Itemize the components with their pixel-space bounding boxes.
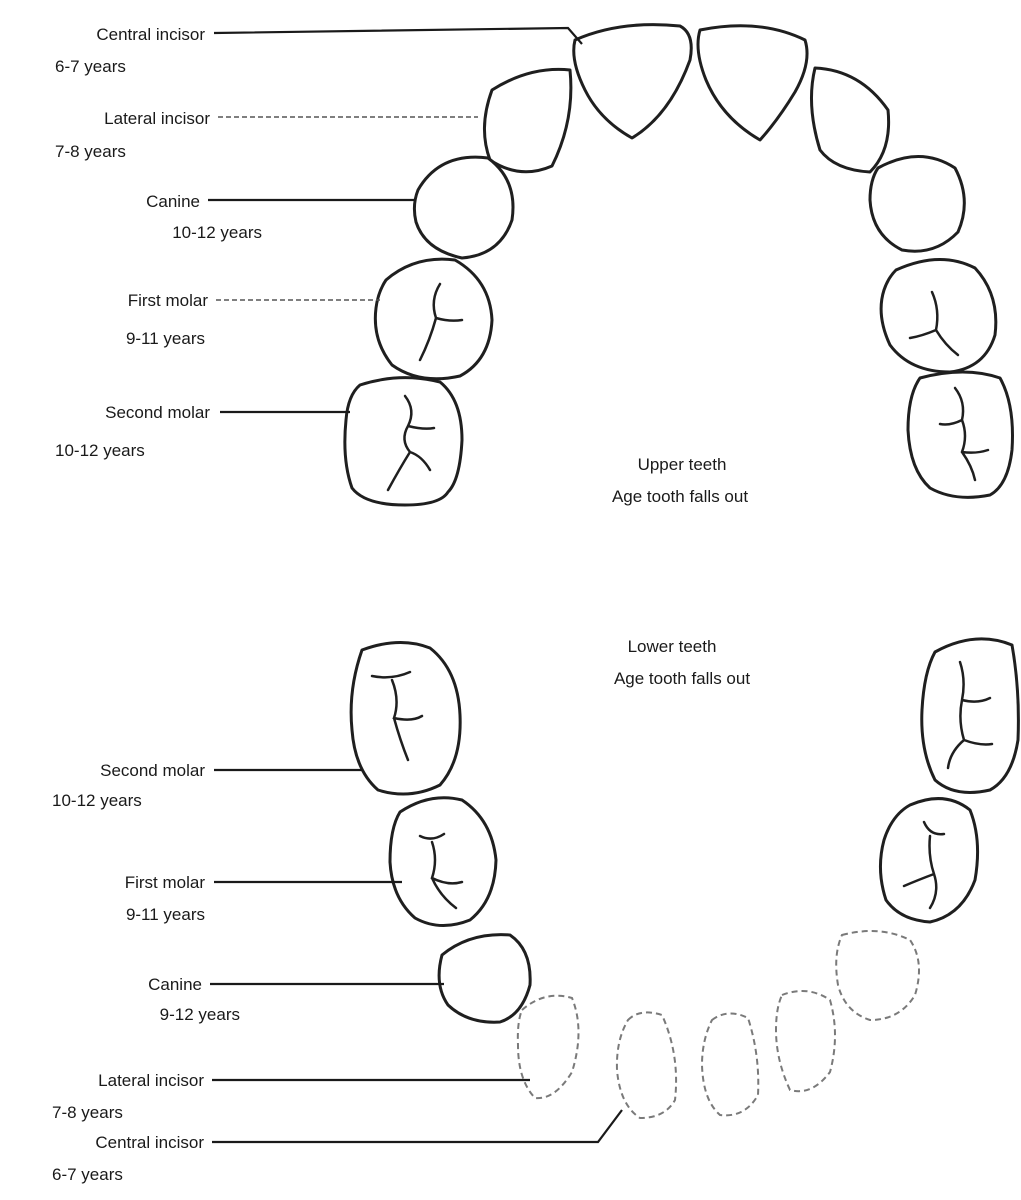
lower-first-molar-age: 9-11 years xyxy=(126,905,205,924)
lower-second-molar-right xyxy=(922,639,1019,793)
upper-second-molar-left xyxy=(345,378,462,505)
upper-central-incisor-right xyxy=(698,26,807,140)
lower-first-molar-left xyxy=(390,798,496,926)
upper-second-molar-name: Second molar xyxy=(105,403,210,422)
upper-arch xyxy=(345,25,1013,505)
lower-central-incisor-left xyxy=(617,1012,676,1118)
lower-lateral-incisor-age: 7-8 years xyxy=(52,1103,123,1122)
leader-lower-central-incisor xyxy=(212,1110,622,1142)
upper-caption-title: Upper teeth xyxy=(638,455,727,474)
upper-central-incisor-age: 6-7 years xyxy=(55,57,126,76)
lower-caption-title: Lower teeth xyxy=(628,637,717,656)
upper-second-molar-right xyxy=(908,372,1013,497)
lower-lateral-incisor-right xyxy=(776,991,835,1091)
lower-arch xyxy=(351,639,1018,1118)
upper-first-molar-age: 9-11 years xyxy=(126,329,205,348)
upper-canine-right xyxy=(870,157,964,252)
lower-lateral-incisor-left xyxy=(518,996,579,1098)
upper-labels: Central incisor 6-7 years Lateral inciso… xyxy=(55,25,262,460)
upper-lateral-incisor-right xyxy=(811,68,888,172)
upper-lateral-incisor-left xyxy=(484,69,570,171)
lower-caption-subtitle: Age tooth falls out xyxy=(614,669,750,688)
upper-first-molar-name: First molar xyxy=(128,291,209,310)
upper-central-incisor-name: Central incisor xyxy=(96,25,205,44)
upper-first-molar-left xyxy=(375,259,492,379)
upper-caption: Upper teeth Age tooth falls out xyxy=(612,455,748,506)
lower-central-incisor-name: Central incisor xyxy=(95,1133,204,1152)
lower-first-molar-name: First molar xyxy=(125,873,206,892)
lower-central-incisor-age: 6-7 years xyxy=(52,1165,123,1184)
lower-labels: Second molar 10-12 years First molar 9-1… xyxy=(52,761,240,1184)
lower-caption: Lower teeth Age tooth falls out xyxy=(614,637,750,688)
lower-canine-name: Canine xyxy=(148,975,202,994)
leader-upper-central-incisor xyxy=(214,28,582,44)
lower-canine-right xyxy=(836,931,919,1020)
upper-lateral-incisor-age: 7-8 years xyxy=(55,142,126,161)
lower-central-incisor-right xyxy=(702,1013,758,1115)
lower-canine-age: 9-12 years xyxy=(160,1005,240,1024)
lower-lateral-incisor-name: Lateral incisor xyxy=(98,1071,204,1090)
upper-canine-name: Canine xyxy=(146,192,200,211)
upper-lateral-incisor-name: Lateral incisor xyxy=(104,109,210,128)
upper-canine-age: 10-12 years xyxy=(172,223,262,242)
lower-canine-left xyxy=(439,935,530,1023)
upper-caption-subtitle: Age tooth falls out xyxy=(612,487,748,506)
upper-canine-left xyxy=(414,157,513,258)
lower-second-molar-name: Second molar xyxy=(100,761,205,780)
upper-second-molar-age: 10-12 years xyxy=(55,441,145,460)
lower-second-molar-age: 10-12 years xyxy=(52,791,142,810)
upper-central-incisor-left xyxy=(574,25,692,138)
lower-first-molar-right xyxy=(880,799,977,922)
lower-second-molar-left xyxy=(351,642,460,794)
